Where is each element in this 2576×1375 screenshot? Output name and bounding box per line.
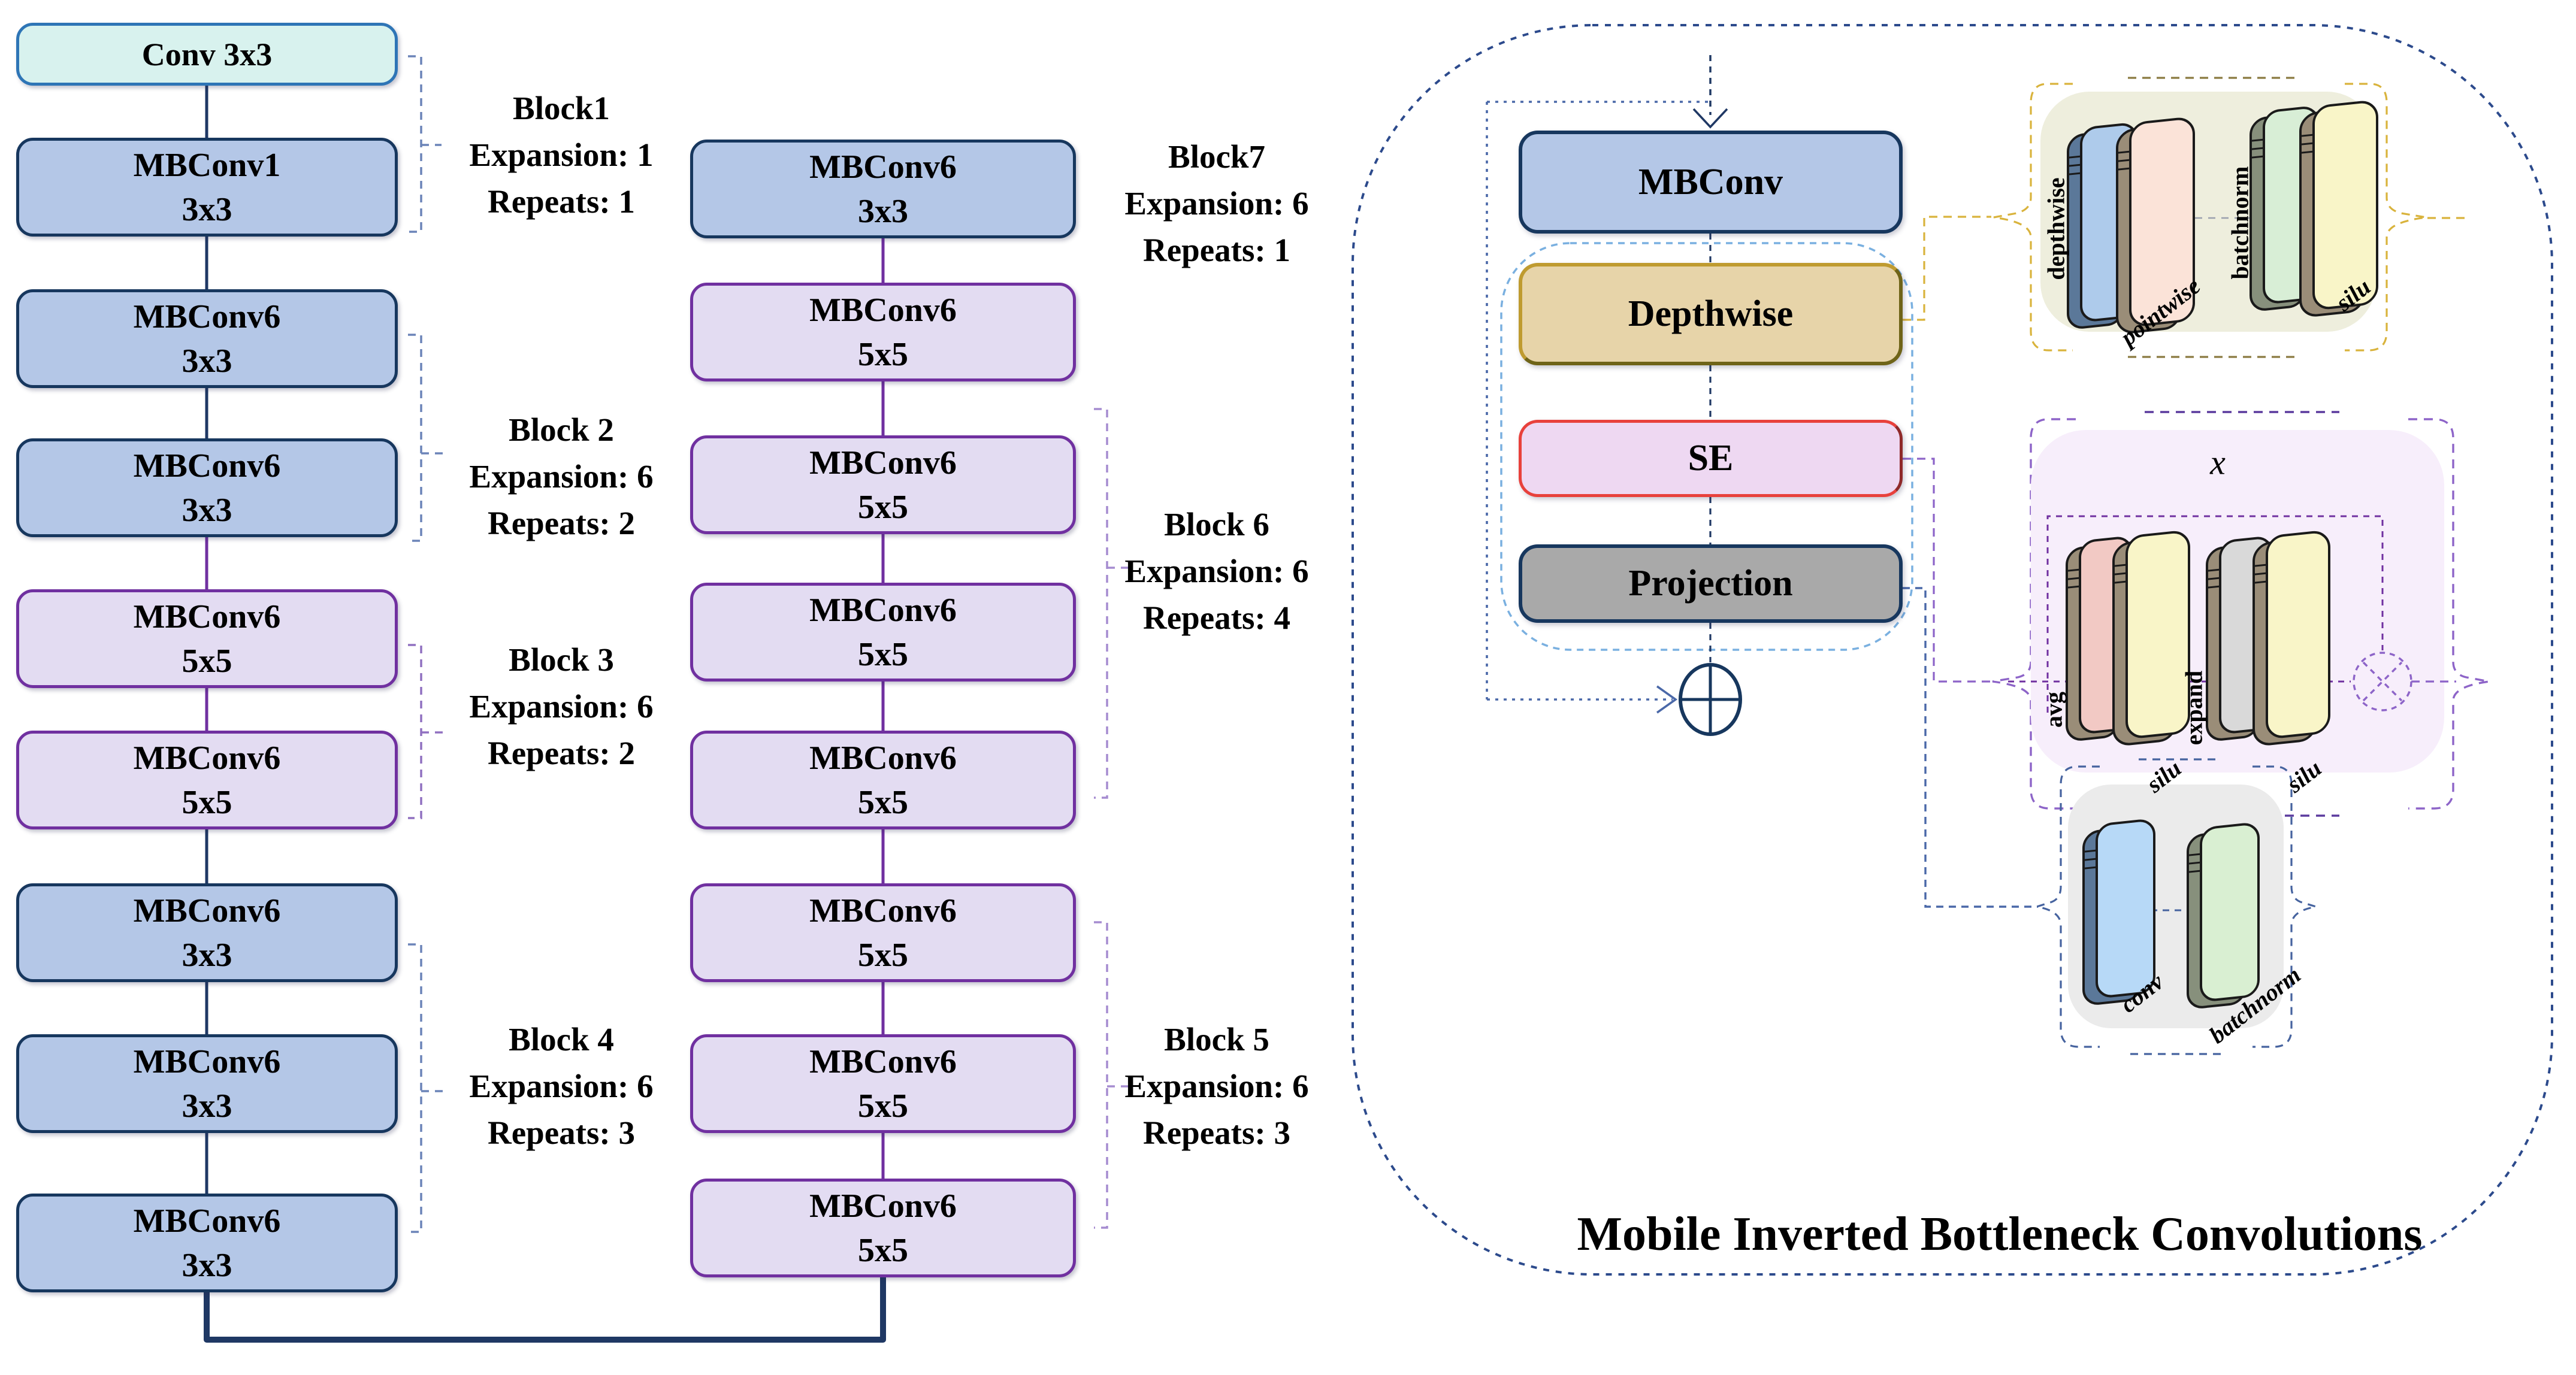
- silu3-slab: [2253, 531, 2330, 746]
- conv-slab: [2082, 819, 2155, 1005]
- projection-detail-connector: [1903, 587, 2038, 908]
- flow-connectors: [205, 86, 885, 1194]
- batchnorm-slab-label: batchnorm: [2226, 166, 2254, 280]
- batchnorm2-slab: [2187, 823, 2260, 1008]
- depthwise-box: Depthwise: [1519, 263, 1903, 365]
- bottom-connector: [204, 1277, 886, 1343]
- input-arrow: [1692, 55, 1728, 129]
- residual-add-icon: [1679, 663, 1742, 736]
- depthwise-detail-connector: [1903, 216, 2469, 321]
- mbconv-box: MBConv: [1519, 131, 1903, 234]
- pointwise-slab: [2116, 117, 2195, 334]
- expand-slab-label: expand: [2180, 670, 2208, 746]
- depthwise-detail-frame: [1993, 77, 2427, 358]
- block-brackets: [408, 55, 1130, 1233]
- se-box: SE: [1519, 420, 1903, 497]
- panel-title: Mobile Inverted Bottleneck Convolutions: [1577, 1208, 2423, 1261]
- projection-box: Projection: [1519, 544, 1903, 623]
- inner-group-outline: [1500, 242, 1913, 651]
- projection-detail-frame: [2036, 758, 2317, 1055]
- avg-slab-label: avg: [2040, 692, 2067, 728]
- stem-conv-box: Conv 3x3: [16, 23, 398, 86]
- residual-skip-path: [1486, 101, 1710, 714]
- se-detail-connector: [1903, 458, 1993, 683]
- depthwise-slab-label: depthwise: [2042, 177, 2070, 280]
- silu-slab: [2299, 101, 2378, 317]
- se-x-label: x: [2210, 443, 2226, 482]
- mbconv-container-outline: [1352, 24, 2553, 1276]
- silu2-slab: [2112, 531, 2190, 746]
- multiply-icon: [2353, 652, 2412, 711]
